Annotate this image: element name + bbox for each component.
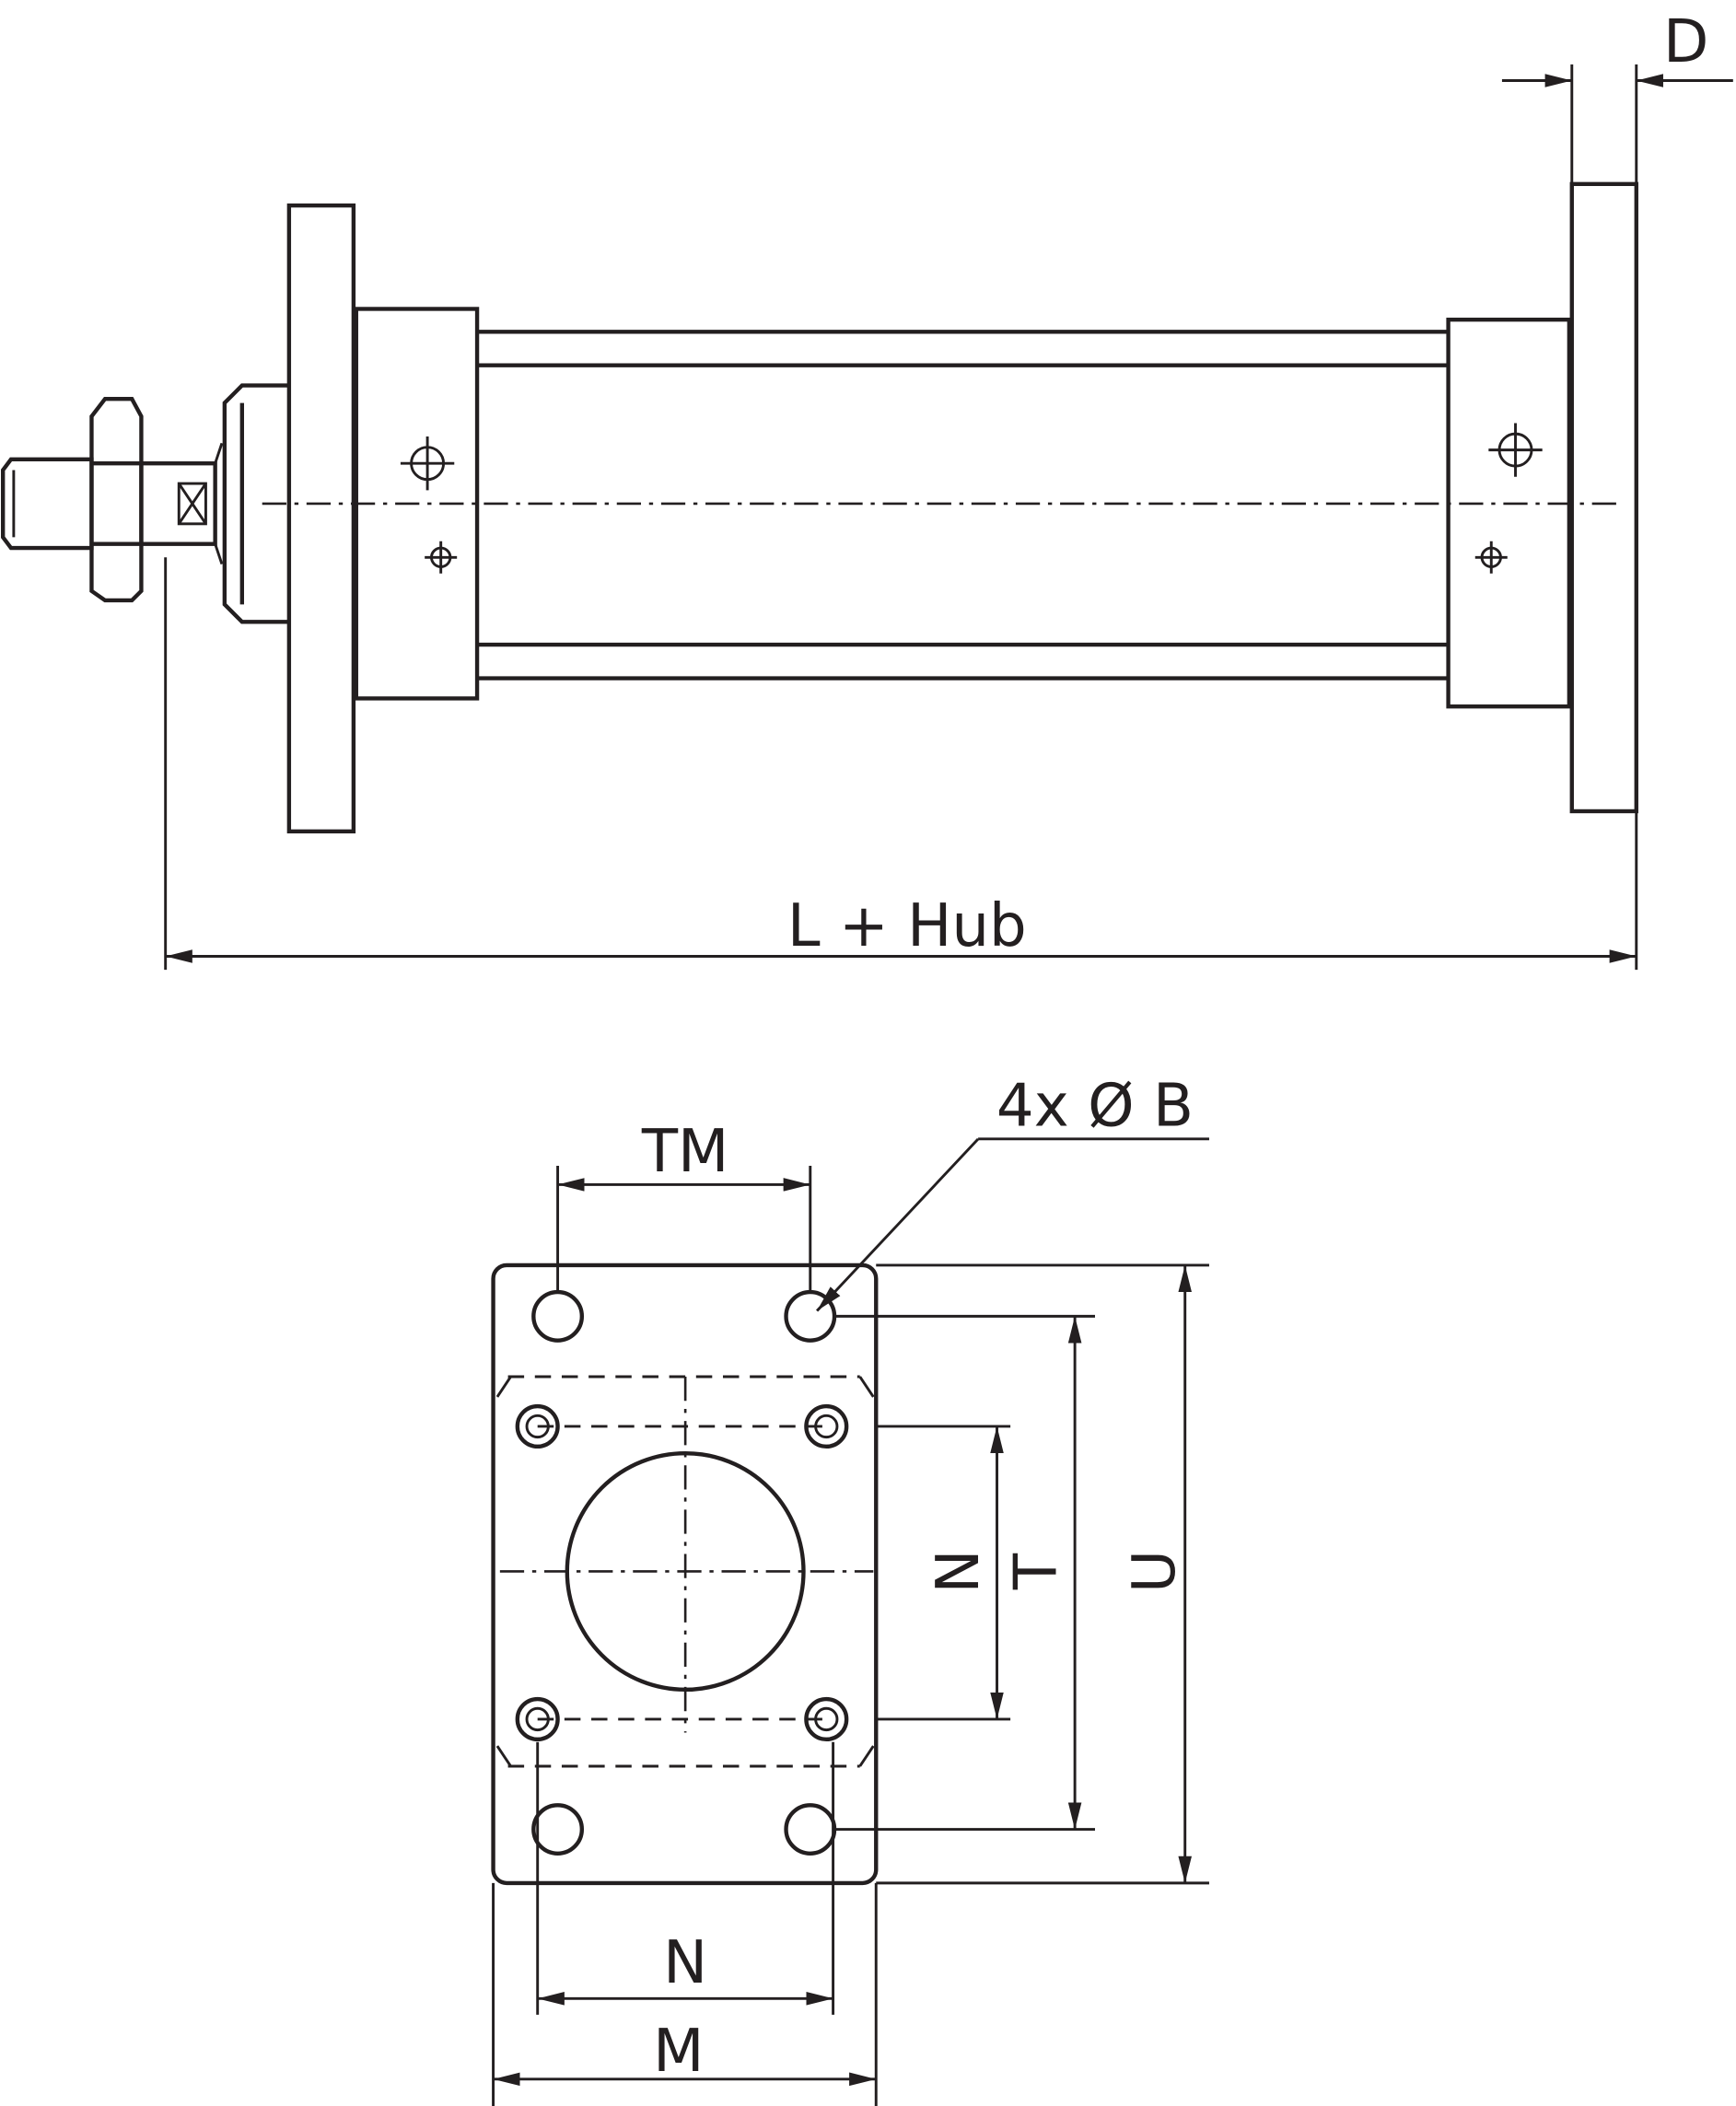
- dimension-length: L + Hub: [164, 557, 1638, 971]
- label-t: T: [1002, 1553, 1071, 1590]
- dimension-d: D: [1501, 7, 1733, 184]
- label-m: M: [653, 2017, 704, 2086]
- hole-callout: 4x Ø B: [816, 1071, 1209, 1312]
- screw-head-icon: [515, 1403, 849, 1742]
- rod-bore: [565, 1450, 806, 1693]
- label-u: U: [1120, 1550, 1189, 1593]
- dimension-u: U: [1120, 1264, 1193, 1883]
- cylinder-tube: [477, 330, 1449, 681]
- rod-bushing: [222, 383, 289, 624]
- label-holes: 4x Ø B: [996, 1071, 1194, 1140]
- dimension-n-vertical: N: [924, 1425, 1004, 1719]
- rod-thread: [1, 457, 94, 551]
- end-cap-outline: [495, 1375, 875, 1768]
- label-d: D: [1663, 7, 1708, 76]
- front-view: TM 4x Ø B N T U: [491, 1071, 1209, 2106]
- extension-lines: [835, 1263, 1209, 1885]
- flange-plate: [491, 1262, 879, 1886]
- right-flange: [1569, 181, 1638, 814]
- left-flange: [286, 203, 356, 834]
- left-end-cap: [354, 307, 480, 701]
- dimension-m: M: [492, 1882, 878, 2106]
- dimension-t: T: [1002, 1316, 1082, 1830]
- label-n-horizontal: N: [663, 1928, 707, 1997]
- right-end-cap: [1446, 317, 1572, 709]
- dimension-n-horizontal: N: [536, 1741, 835, 2015]
- dimension-tm: TM: [556, 1117, 812, 1293]
- hex-nut: [89, 397, 144, 603]
- rod-wrench-flat: [139, 442, 224, 565]
- label-n-vertical: N: [924, 1549, 993, 1593]
- screw-symbol-icon: [425, 541, 1508, 574]
- port-symbol-icon: [400, 423, 1543, 491]
- label-tm: TM: [641, 1117, 729, 1186]
- side-view: D L + Hub: [1, 7, 1733, 971]
- label-length: L + Hub: [787, 891, 1027, 960]
